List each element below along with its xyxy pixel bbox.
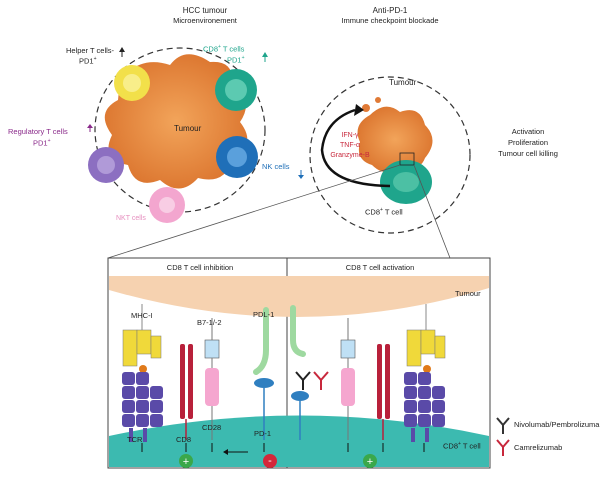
nkt-nucleus bbox=[159, 197, 175, 213]
tme-arrows bbox=[87, 47, 304, 179]
pdl1-left bbox=[253, 307, 274, 440]
antibody-camrelizumab bbox=[313, 371, 329, 390]
cd8-left bbox=[180, 344, 193, 440]
synapse-zoom-box bbox=[399, 152, 415, 166]
nk-nucleus bbox=[227, 147, 247, 167]
mhc-label: MHC-I bbox=[131, 311, 153, 320]
panel-tcell-band bbox=[109, 415, 489, 467]
cd8-label-2: PD1+ bbox=[227, 55, 245, 65]
cd28-left bbox=[205, 368, 219, 440]
legend-camrelizumab-label: Camrelizumab bbox=[514, 443, 563, 452]
mhc-right bbox=[406, 304, 446, 373]
nkt-label: NKT cells bbox=[116, 215, 146, 222]
tcr-right bbox=[404, 372, 445, 442]
nk-down-arrow bbox=[298, 175, 304, 179]
antipd1-subtitle: Immune checkpoint blockade bbox=[341, 16, 439, 25]
cd8-label-1: CD8+ T cells bbox=[203, 44, 245, 54]
tme-tumour-label: Tumour bbox=[174, 124, 202, 133]
treg-label-1: Regulatory T cells bbox=[8, 127, 68, 136]
antipd1-tumour-label: Tumour bbox=[389, 78, 417, 87]
helper-label-2: PD1+ bbox=[79, 56, 97, 66]
pdl1-right bbox=[290, 305, 309, 440]
helper-t-nucleus bbox=[123, 74, 141, 92]
zoom-line-right bbox=[413, 164, 451, 259]
tnf-label: TNF-α bbox=[340, 142, 360, 149]
legend-nivolumab-icon bbox=[496, 417, 510, 434]
antipd1-title: Anti-PD-1 bbox=[372, 6, 408, 15]
panel-cd8-cell-label: CD8+ T cell bbox=[443, 441, 481, 451]
cd8-right bbox=[377, 344, 390, 440]
antipd1-boundary bbox=[309, 76, 471, 234]
panel-tumour-band bbox=[109, 276, 489, 318]
inhibition-title: CD8 T cell inhibition bbox=[166, 263, 234, 272]
tme-subtitle: Microenvironement bbox=[173, 16, 237, 25]
outcome-activation: Activation bbox=[511, 127, 545, 136]
tme-group bbox=[88, 47, 266, 223]
svg-text:+: + bbox=[367, 456, 373, 468]
treg-label-2: PD1+ bbox=[33, 138, 51, 148]
cd8-t-nucleus bbox=[225, 79, 247, 101]
cd8-up-arrow bbox=[262, 52, 268, 57]
nk-label: NK cells bbox=[262, 162, 290, 171]
zoom-line-left bbox=[107, 164, 401, 259]
legend-camrelizumab-icon bbox=[496, 439, 510, 456]
antibody-nivolumab bbox=[295, 371, 311, 390]
pd1-label: PD-1 bbox=[254, 429, 272, 438]
minus-signal-left bbox=[263, 454, 277, 468]
cd28-label: CD28 bbox=[202, 423, 222, 432]
mhc-left bbox=[122, 304, 162, 373]
antipd1-cd8-label: CD8+ T cell bbox=[365, 207, 403, 217]
antipd1-group bbox=[309, 76, 471, 234]
tme-title: HCC tumour bbox=[182, 6, 228, 15]
cycle-arrow bbox=[320, 108, 391, 188]
legend-nivolumab-label: Nivolumab/Pembrolizumab bbox=[514, 420, 600, 429]
b7-label: B7-1/-2 bbox=[197, 318, 222, 327]
granzyme-label: Granzyme-B bbox=[330, 152, 370, 159]
plus-signal-left bbox=[179, 454, 193, 468]
cd8-label: CD8 bbox=[176, 435, 192, 444]
svg-text:-: - bbox=[268, 455, 272, 467]
helper-label-1: Helper T cells- bbox=[65, 46, 115, 55]
b7-left bbox=[204, 318, 220, 368]
bottom-panel: + - bbox=[107, 257, 491, 469]
tcr-label: TCR bbox=[127, 435, 143, 444]
b7-right bbox=[340, 318, 356, 440]
panel-tumour-label: Tumour bbox=[455, 289, 481, 298]
pdl1-label: PDL-1 bbox=[253, 310, 275, 319]
plus-signal-right bbox=[363, 454, 377, 468]
tcr-left bbox=[122, 372, 163, 442]
ifn-label: IFN-γ bbox=[341, 132, 359, 139]
outcome-proliferation: Proliferation bbox=[507, 138, 549, 147]
treg-nucleus bbox=[97, 156, 115, 174]
treg-up-arrow bbox=[87, 124, 93, 128]
activation-title: CD8 T cell activation bbox=[345, 263, 415, 272]
outcome-killing: Tumour cell killing bbox=[498, 149, 558, 158]
svg-text:+: + bbox=[183, 456, 189, 468]
